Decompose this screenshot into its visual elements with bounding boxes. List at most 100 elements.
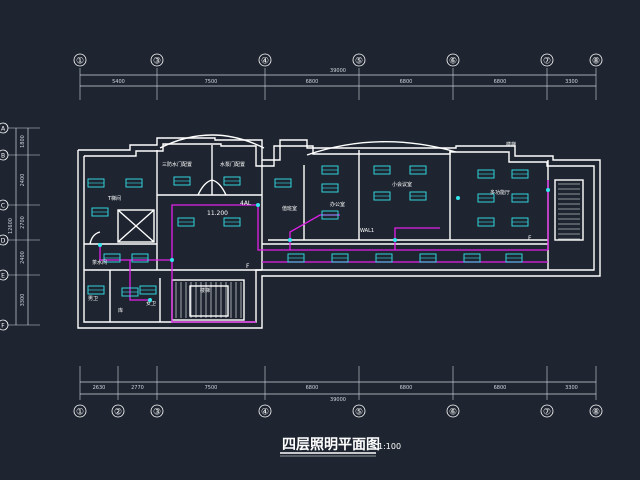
curved-wall-mid [306,141,457,156]
top-axis-bubble [150,53,164,67]
drawing-title: 四层照明平面图 [282,437,380,453]
top-dim-span: 6800 [494,79,507,85]
label-lower-left: 茶水间 [92,259,107,266]
bottom-dim-total: 39000 [330,397,346,403]
circuit-stair [171,260,256,323]
left-axis-label: C [1,203,5,210]
label-f1: F [246,263,250,270]
top-axis-bubble [352,53,366,67]
left-axis-label: A [1,126,6,133]
light-switch [456,196,460,200]
bottom-axis-bubble [258,404,272,418]
bottom-axis-label: ① [76,408,84,418]
top-axis-label: ⑧ [592,57,600,67]
top-dim-span: 5400 [112,79,125,85]
label-panel: 4AL [240,200,252,207]
bottom-axis-label: ④ [261,408,269,418]
top-axis-bubble [540,53,554,67]
left-dim-span: 2700 [20,216,26,229]
light-switch [98,243,102,247]
left-axis-label: D [1,238,6,245]
bottom-axis-label: ⑥ [449,408,457,418]
top-axis-label: ⑦ [543,57,551,67]
bottom-dim-span: 3300 [565,385,578,391]
drawing-scale: 1:100 [378,442,401,451]
label-small-room: 库 [118,307,123,314]
bottom-axis-bubble [73,404,87,418]
top-axis-bubble [446,53,460,67]
bottom-axis-label: ⑤ [355,408,363,418]
left-axis-bubble [0,319,9,331]
top-axis-label: ⑤ [355,57,363,67]
left-axis-bubble [0,149,9,161]
top-axis-label: ① [76,57,84,67]
bottom-axis-bubble [352,404,366,418]
light-switch [288,238,292,242]
top-axis-label: ③ [153,57,161,67]
room-labels: 三防水门配置 水泵门配置 4AL 11.200 T梯间 值班室 办公室 小会议室… [88,141,532,314]
bottom-axis-bubble [540,404,554,418]
left-dim-span: 3300 [20,294,26,307]
left-axis-bubble [0,199,9,211]
stair-right [554,179,584,241]
left-dim-span: 2400 [20,174,26,187]
label-top-tag: 楼梯 [506,141,516,148]
left-dim-total: 12600 [8,218,14,234]
outer-wall-left [77,137,601,329]
top-dim-span: 6800 [306,79,319,85]
left-axis-label: E [1,273,5,280]
left-dimension-chain: 12600 A B C D E F 1800 2400 2700 2400 3300 [0,122,40,331]
light-switch [170,258,174,262]
door-arc-2 [211,179,227,196]
circuit-office [171,204,258,260]
light-switch [546,188,550,192]
label-room-right: 多功能厅 [490,189,510,196]
bottom-axis-bubble [446,404,460,418]
bottom-dim-span: 7500 [205,385,218,391]
left-axis-label: B [1,153,5,160]
bottom-axis-label: ⑧ [592,408,600,418]
bottom-axis-bubble [150,404,164,418]
building-walls [77,134,601,329]
top-dim-total: 39000 [330,68,346,74]
left-axis-bubble [0,269,9,281]
light-switch [256,203,260,207]
bottom-dim-span: 6800 [400,385,413,391]
top-axis-bubble [258,53,272,67]
bottom-dim-span: 2770 [131,385,144,391]
light-fixtures [87,165,550,302]
bottom-dim-span: 6800 [494,385,507,391]
bottom-axis-bubble [589,404,603,418]
left-axis-label: F [1,323,5,330]
circuit-meeting [394,227,440,250]
bottom-axis-label: ⑦ [543,408,551,418]
left-dim-span: 2400 [20,251,26,264]
curved-wall-top [159,134,265,149]
bottom-dim-span: 2630 [93,385,106,391]
bottom-axis-label: ③ [153,408,161,418]
top-axis-label: ④ [261,57,269,67]
light-switch [148,298,152,302]
top-axis-bubble [589,53,603,67]
label-room-mid2: 办公室 [330,201,345,208]
label-f2: F [528,235,532,242]
stair-treads [175,183,580,318]
label-office-b: 水泵门配置 [220,161,245,168]
label-wc-female: 女卫 [146,300,156,307]
door-arc-3 [89,231,101,245]
top-axis-bubble [73,53,87,67]
left-dim-span: 1800 [20,135,26,148]
top-dim-span: 6800 [400,79,413,85]
label-room-left: T梯间 [107,195,121,202]
label-wc-male: 男卫 [88,296,98,302]
bottom-dim-span: 6800 [306,385,319,391]
left-axis-bubble [0,122,9,134]
bottom-axis-label: ② [114,408,122,418]
label-room-mid1: 值班室 [282,205,297,212]
circuit-wc [129,260,150,301]
circuit-main [257,205,548,251]
top-axis-label: ⑥ [449,57,457,67]
label-wal: WAL1 [360,228,374,234]
